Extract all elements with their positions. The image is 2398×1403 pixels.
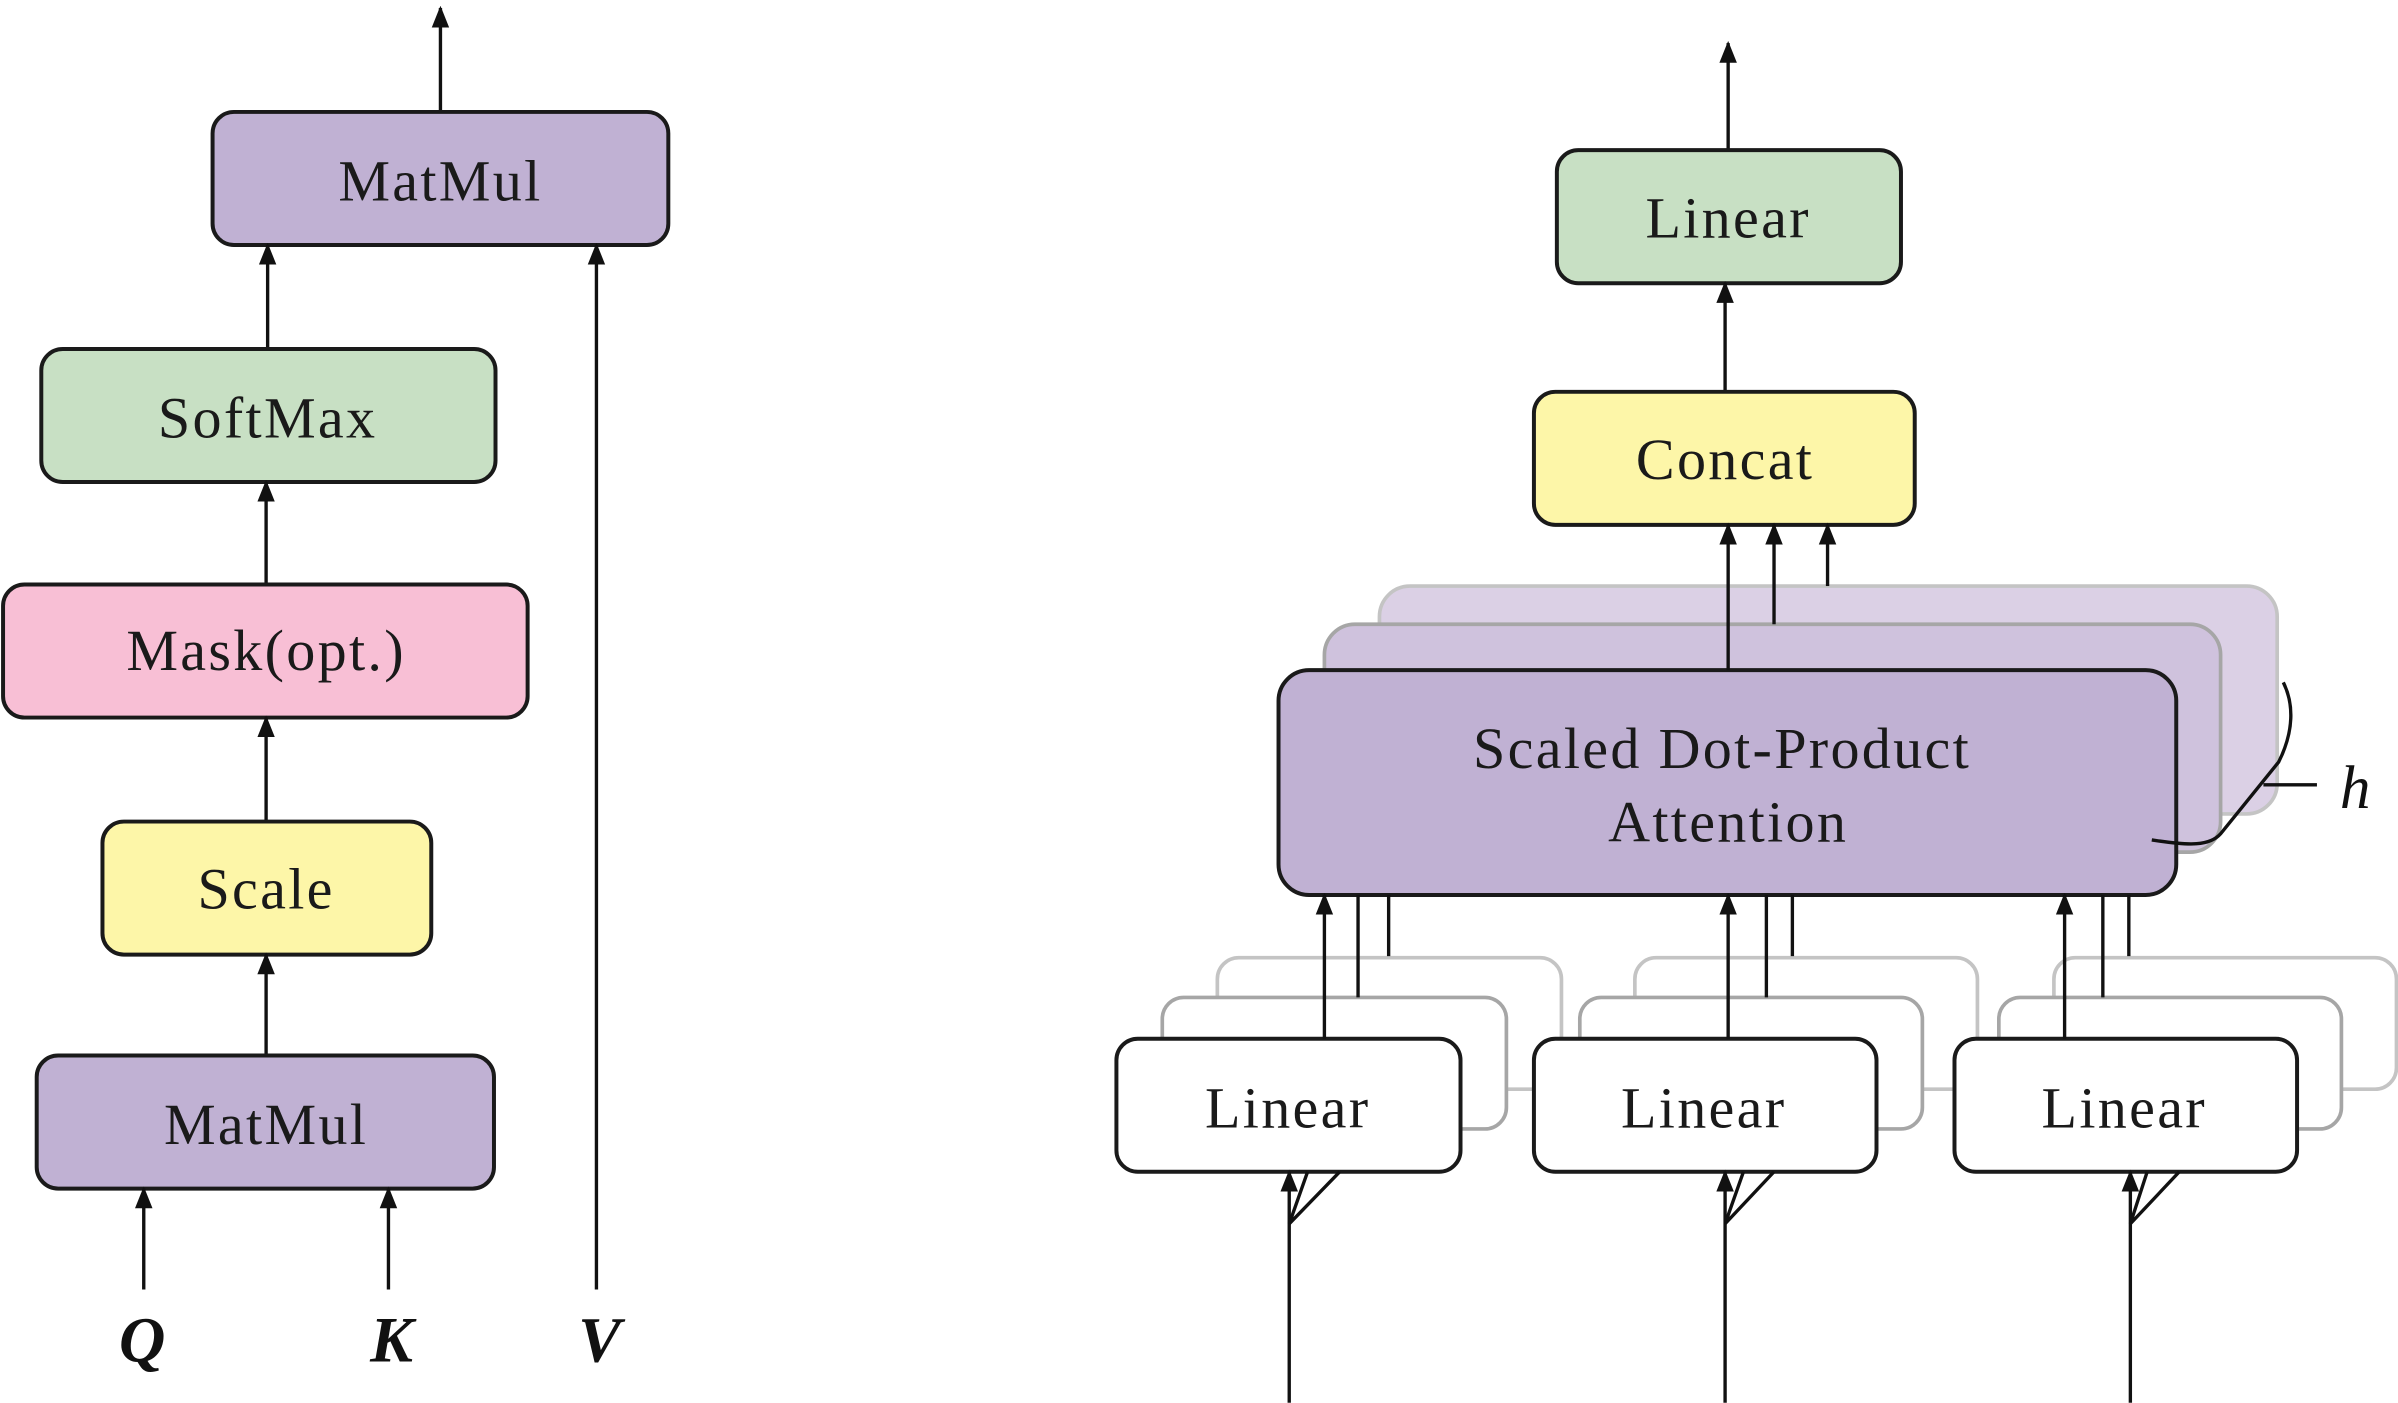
q-label: Q (119, 1304, 165, 1375)
attention-block: Scaled Dot-Product Attention (1276, 668, 2179, 897)
linear-output-block: Linear (1554, 148, 1903, 286)
mask-block: Mask(opt.) (1, 582, 530, 720)
scale-label: Scale (197, 857, 334, 922)
k-fanout (1723, 1170, 1776, 1225)
matmul-bottom-block: MatMul (34, 1053, 496, 1191)
k-label: K (369, 1304, 417, 1375)
linear-input-group-q: Linear (1114, 892, 1564, 1403)
v-label: V (578, 1304, 626, 1375)
attention-label-line1: Scaled Dot-Product (1473, 716, 1971, 781)
attention-label-line2: Attention (1608, 789, 1848, 854)
softmax-block: SoftMax (39, 346, 498, 485)
linear-input-group-k: Linear (1531, 892, 1980, 1403)
heads-brace (2151, 681, 2293, 846)
multi-head-attention-diagram: Linear Concat Scaled Dot-Product Attenti… (1114, 40, 2398, 1403)
matmul-top-block: MatMul (210, 109, 671, 247)
matmul-top-label: MatMul (338, 149, 542, 214)
matmul-bottom-label: MatMul (164, 1092, 368, 1157)
mask-label: Mask(opt.) (126, 618, 406, 683)
concat-label: Concat (1636, 427, 1814, 492)
concat-block: Concat (1531, 389, 1917, 527)
v-fanout (2128, 1170, 2181, 1225)
scaled-dot-product-attention-diagram: MatMul SoftMax Mask(opt.) Scale MatMul Q… (1, 5, 671, 1375)
heads-label: h (2340, 754, 2371, 822)
linear-input-group-v: Linear (1952, 892, 2398, 1403)
linear-input-v-label: Linear (2042, 1075, 2207, 1140)
linear-input-k-label: Linear (1621, 1075, 1786, 1140)
linear-output-label: Linear (1645, 185, 1810, 250)
q-fanout (1287, 1170, 1341, 1225)
softmax-label: SoftMax (158, 386, 377, 451)
scale-block: Scale (100, 819, 434, 957)
linear-input-q-label: Linear (1205, 1075, 1370, 1140)
